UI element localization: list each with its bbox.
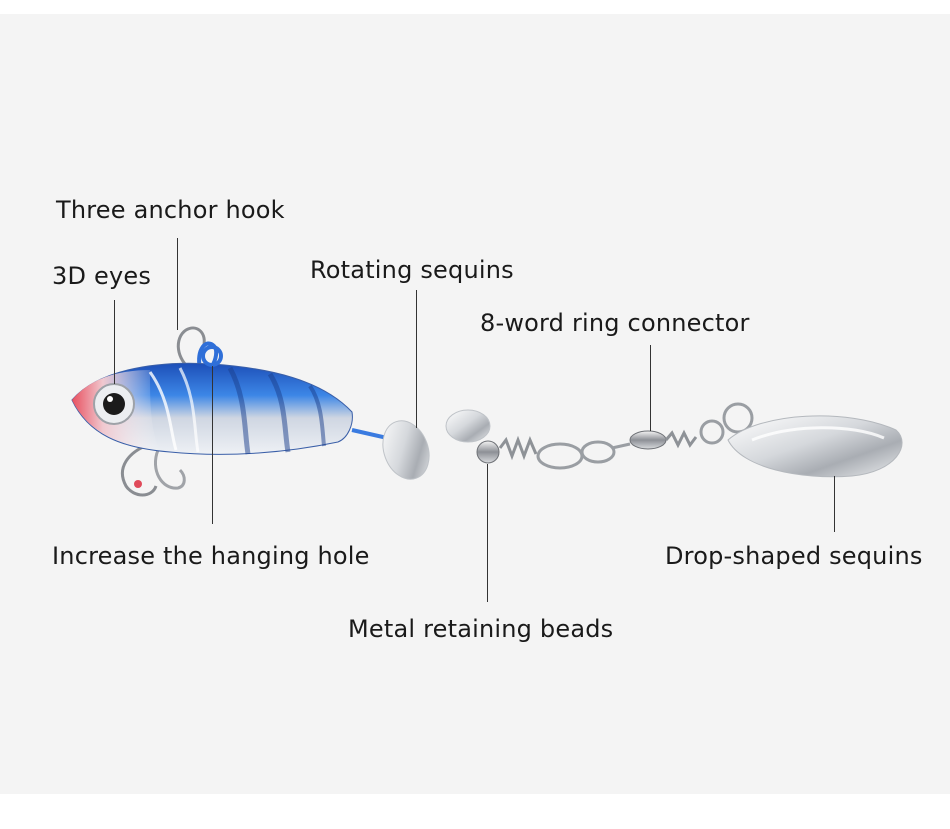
leader-retaining-beads bbox=[487, 464, 488, 602]
leader-3d-eyes bbox=[114, 300, 115, 384]
label-rotating-sequins: Rotating sequins bbox=[310, 256, 514, 284]
treble-hook-bottom bbox=[120, 442, 186, 497]
leader-drop-sequins bbox=[834, 476, 835, 532]
wire-coil bbox=[498, 435, 538, 461]
label-drop-sequins: Drop-shaped sequins bbox=[665, 542, 923, 570]
lure-eye bbox=[93, 383, 135, 425]
leader-rotating-sequins bbox=[416, 290, 417, 428]
label-hanging-hole: Increase the hanging hole bbox=[52, 542, 370, 570]
barrel-swivel bbox=[629, 429, 698, 450]
leader-ring-connector bbox=[650, 345, 651, 431]
wire-loop bbox=[536, 440, 631, 470]
label-ring-connector: 8-word ring connector bbox=[480, 309, 750, 337]
label-retaining-beads: Metal retaining beads bbox=[348, 615, 614, 643]
drop-shaped-sequin bbox=[727, 415, 903, 478]
label-three-anchor-hook: Three anchor hook bbox=[56, 196, 285, 224]
leader-hanging-hole bbox=[212, 366, 213, 524]
rotating-sequins bbox=[382, 409, 491, 480]
split-rings bbox=[699, 402, 754, 445]
label-3d-eyes: 3D eyes bbox=[52, 262, 152, 290]
metal-retaining-bead bbox=[476, 440, 500, 464]
leader-three-anchor-hook bbox=[177, 238, 178, 330]
hanging-hole bbox=[201, 345, 223, 367]
